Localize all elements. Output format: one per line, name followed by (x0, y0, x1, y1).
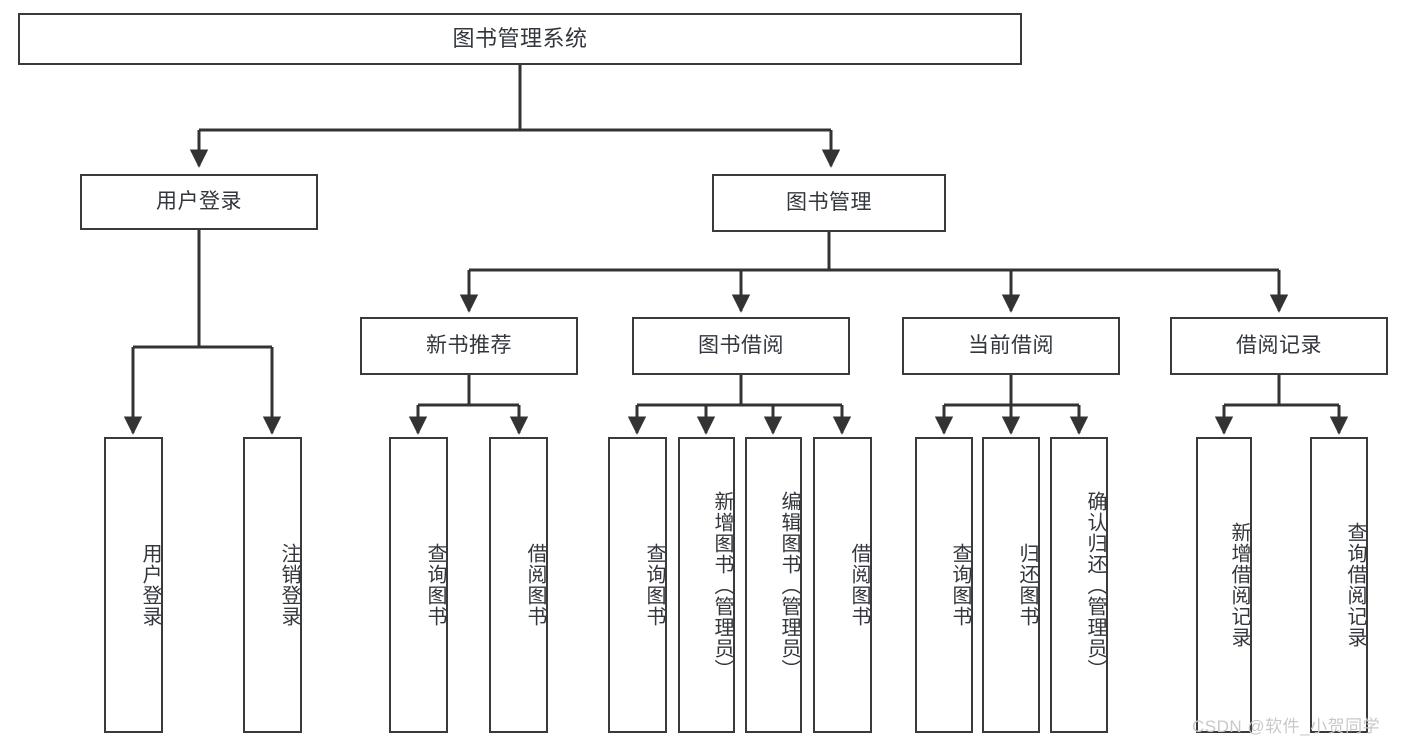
node-leaf-add-book[interactable]: 新增图书（管理员） (678, 437, 735, 733)
node-leaf-confirm-return-label: 确认归还（管理员） (1084, 490, 1106, 680)
node-leaf-confirm-return[interactable]: 确认归还（管理员） (1050, 437, 1108, 733)
node-leaf-edit-book[interactable]: 编辑图书（管理员） (745, 437, 802, 733)
node-new-book-recommend[interactable]: 新书推荐 (360, 317, 578, 375)
node-current-borrow-label: 当前借阅 (968, 334, 1054, 358)
node-current-borrow[interactable]: 当前借阅 (902, 317, 1120, 375)
node-borrow-record[interactable]: 借阅记录 (1170, 317, 1388, 375)
node-leaf-logout-login-label: 注销登录 (278, 543, 300, 627)
node-user-login-label: 用户登录 (156, 190, 242, 214)
node-leaf-user-login-label: 用户登录 (139, 543, 161, 627)
node-leaf-add-book-label: 新增图书（管理员） (711, 490, 733, 680)
node-leaf-query-book-2-label: 查询图书 (643, 543, 665, 627)
node-leaf-return-book-label: 归还图书 (1016, 543, 1038, 627)
node-leaf-add-record-label: 新增借阅记录 (1228, 522, 1250, 648)
node-book-manage-label: 图书管理 (786, 191, 872, 215)
node-leaf-logout-login[interactable]: 注销登录 (243, 437, 302, 733)
node-leaf-return-book[interactable]: 归还图书 (982, 437, 1040, 733)
node-book-borrow-label: 图书借阅 (698, 334, 784, 358)
node-leaf-query-record[interactable]: 查询借阅记录 (1310, 437, 1368, 733)
node-root[interactable]: 图书管理系统 (18, 13, 1022, 65)
node-root-label: 图书管理系统 (452, 25, 588, 51)
node-leaf-query-book-1-label: 查询图书 (424, 543, 446, 627)
node-book-manage[interactable]: 图书管理 (712, 174, 946, 232)
node-leaf-query-book-3[interactable]: 查询图书 (915, 437, 973, 733)
node-borrow-record-label: 借阅记录 (1236, 334, 1322, 358)
node-leaf-borrow-book-2-label: 借阅图书 (848, 543, 870, 627)
node-book-borrow[interactable]: 图书借阅 (632, 317, 850, 375)
node-leaf-user-login[interactable]: 用户登录 (104, 437, 163, 733)
node-leaf-query-record-label: 查询借阅记录 (1344, 522, 1366, 648)
node-leaf-add-record[interactable]: 新增借阅记录 (1196, 437, 1252, 733)
node-leaf-borrow-book-2[interactable]: 借阅图书 (813, 437, 872, 733)
csdn-watermark: CSDN @软件_小贺同学 (1192, 717, 1381, 736)
node-leaf-query-book-3-label: 查询图书 (949, 543, 971, 627)
node-leaf-edit-book-label: 编辑图书（管理员） (778, 490, 800, 680)
node-leaf-query-book-1[interactable]: 查询图书 (389, 437, 448, 733)
node-new-book-recommend-label: 新书推荐 (426, 334, 512, 358)
node-leaf-borrow-book-1-label: 借阅图书 (524, 543, 546, 627)
node-leaf-borrow-book-1[interactable]: 借阅图书 (489, 437, 548, 733)
node-user-login[interactable]: 用户登录 (80, 174, 318, 230)
node-leaf-query-book-2[interactable]: 查询图书 (608, 437, 667, 733)
